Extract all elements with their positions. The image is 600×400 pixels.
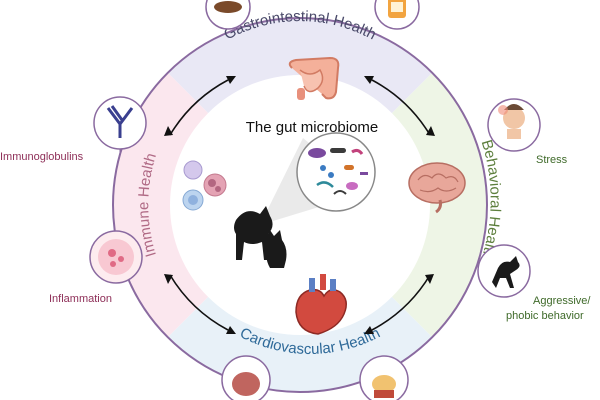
barking-dog-icon [492,256,520,288]
cycle-arrows [169,79,431,331]
outer-icon-badges [89,0,541,400]
arrowhead [226,326,236,334]
inflammation-icon [98,239,134,275]
arrow-top-right [371,79,431,136]
intestine-icon [288,56,340,100]
aggressive-label-line2: phobic behavior [506,310,584,322]
inflammation-label: Inflammation [49,293,112,305]
microbiome-view [260,132,376,225]
arrow-bottom-right [371,274,431,331]
heart-icon [295,274,347,335]
arrowhead [426,126,435,136]
arrowhead [364,326,374,334]
stressed-person-icon [498,104,525,139]
stress-label: Stress [536,154,568,166]
arrow-heads [164,76,435,334]
aggressive-label-line1: Aggressive/ [533,295,591,307]
immunoglobulins-label: Immunoglobulins [0,151,84,163]
center-title: The gut microbiome [246,119,379,136]
antibody-icon [106,105,134,138]
arrowhead [364,76,374,84]
immune-cells-icon [182,160,227,211]
arrowhead [164,126,173,136]
dog-cat-silhouette-icon [234,206,287,268]
brain-icon [408,162,466,214]
arrowhead [164,274,173,284]
arrowhead [226,76,236,84]
arrowhead [425,274,434,284]
arrow-top-left [169,79,229,136]
outer-ring [112,17,488,393]
arrow-bottom-left [169,274,229,331]
